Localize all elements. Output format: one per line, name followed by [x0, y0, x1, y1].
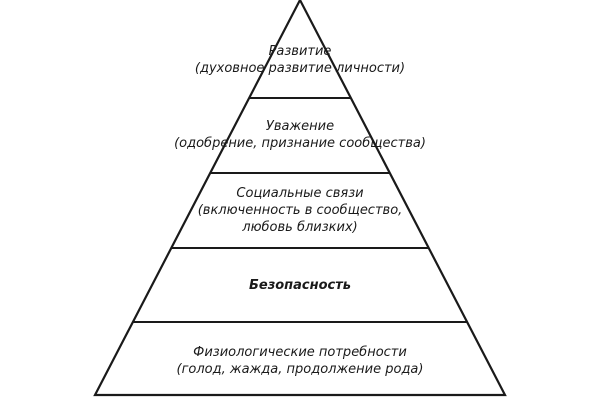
level-respect-subtitle: (одобрение, признание сообщества) — [174, 136, 426, 151]
level-social-subtitle-line2: любовь близких) — [242, 220, 358, 235]
level-physiological-subtitle: (голод, жажда, продолжение рода) — [176, 362, 424, 377]
level-social-subtitle-line1: (включенность в сообщество, — [197, 203, 403, 218]
level-development: Развитие (духовное развитие личности) — [150, 43, 450, 77]
level-physiological-title: Физиологические потребности — [193, 345, 407, 360]
level-respect: Уважение (одобрение, признание сообществ… — [150, 118, 450, 152]
level-safety-title: Безопасность — [248, 278, 352, 293]
pyramid-outline — [93, 0, 507, 397]
level-social: Социальные связи (включенность в сообщес… — [150, 185, 450, 236]
level-development-subtitle: (духовное развитие личности) — [194, 61, 406, 76]
level-respect-title: Уважение — [265, 119, 335, 134]
level-social-title: Социальные связи — [236, 186, 364, 201]
level-development-title: Развитие — [268, 44, 332, 59]
level-safety: Безопасность — [150, 277, 450, 294]
level-physiological: Физиологические потребности (голод, жажд… — [150, 344, 450, 378]
